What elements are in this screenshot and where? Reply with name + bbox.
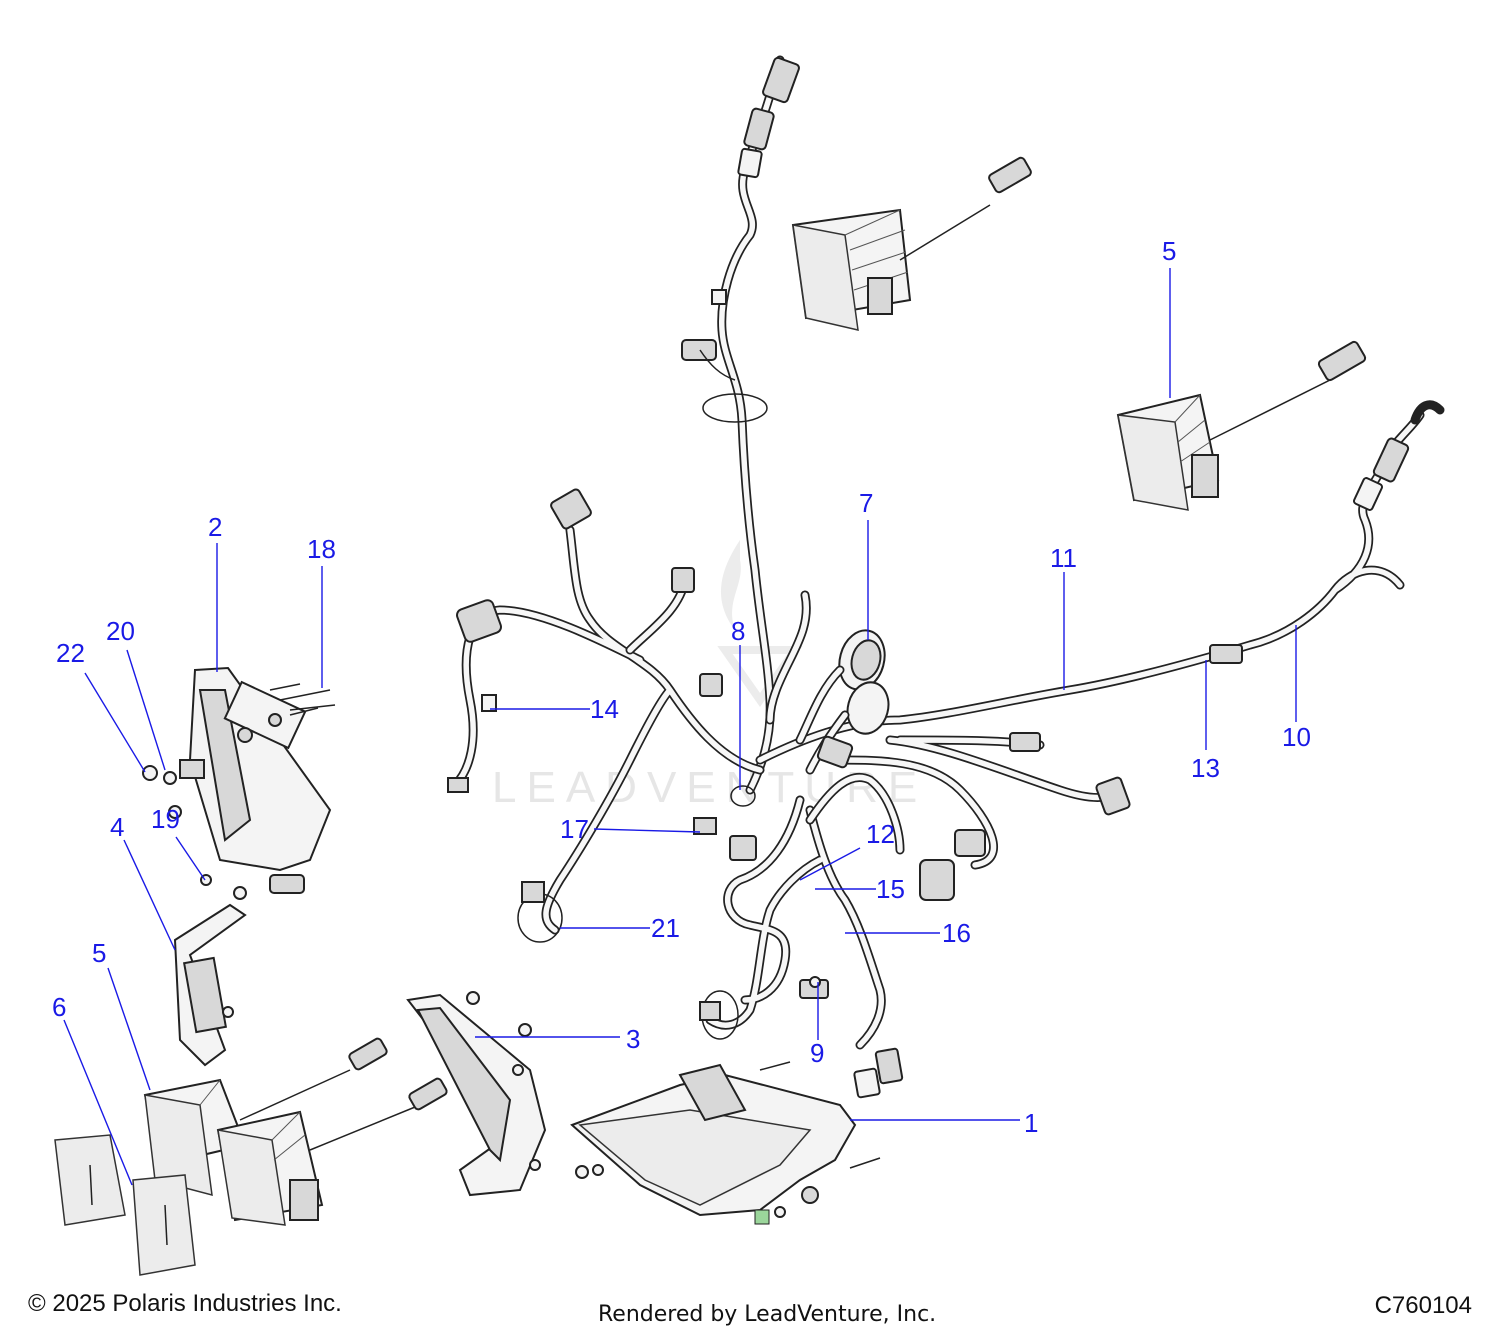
callout-16: 16: [942, 918, 971, 948]
light-bracket-4: [173, 874, 247, 1067]
callout-9: 9: [810, 1038, 824, 1068]
callout-12: 12: [866, 819, 895, 849]
callout-6: 6: [52, 992, 66, 1022]
light-bracket-3: [406, 991, 547, 1197]
light-bracket-left: [142, 666, 336, 894]
callout-15: 15: [876, 874, 905, 904]
lens-covers: [54, 1134, 196, 1276]
callout-11: 11: [1050, 543, 1077, 573]
callout-20: 20: [106, 616, 135, 646]
rendered-by-text: Rendered by LeadVenture, Inc.: [598, 1302, 937, 1327]
callout-13: 13: [1191, 753, 1220, 783]
callout-3: 3: [626, 1024, 640, 1054]
work-lights-lower-left: [143, 1037, 448, 1226]
work-light-right: [1116, 340, 1367, 511]
callout-18: 18: [307, 534, 336, 564]
callout-10: 10: [1282, 722, 1311, 752]
main-harness: [447, 55, 1445, 1099]
callout-1: 1: [1024, 1108, 1038, 1138]
watermark-text: LEADVENTURE: [492, 763, 927, 812]
callout-4: 4: [110, 812, 124, 842]
watermark: LEADVENTURE: [492, 540, 927, 812]
work-light-top-center: [791, 156, 1032, 331]
callout-5-upper: 5: [1162, 236, 1176, 266]
callout-numbers: 1 2 3 4 5 5 6 7 8 9 10 11 12 13 14 15 16…: [52, 236, 1311, 1138]
callout-17: 17: [560, 814, 589, 844]
callout-21: 21: [651, 913, 680, 943]
callout-7: 7: [859, 488, 873, 518]
callout-22: 22: [56, 638, 85, 668]
copyright-text: © 2025 Polaris Industries Inc.: [28, 1290, 342, 1317]
callout-2: 2: [208, 512, 222, 542]
diagram-code: C760104: [1374, 1292, 1472, 1319]
callout-19: 19: [151, 804, 180, 834]
callout-5-lower: 5: [92, 938, 106, 968]
ring-connectors: [795, 629, 890, 775]
callout-8: 8: [731, 616, 745, 646]
leader-lines: [63, 268, 1297, 1186]
callout-14: 14: [590, 694, 619, 724]
headlight: [570, 976, 881, 1225]
